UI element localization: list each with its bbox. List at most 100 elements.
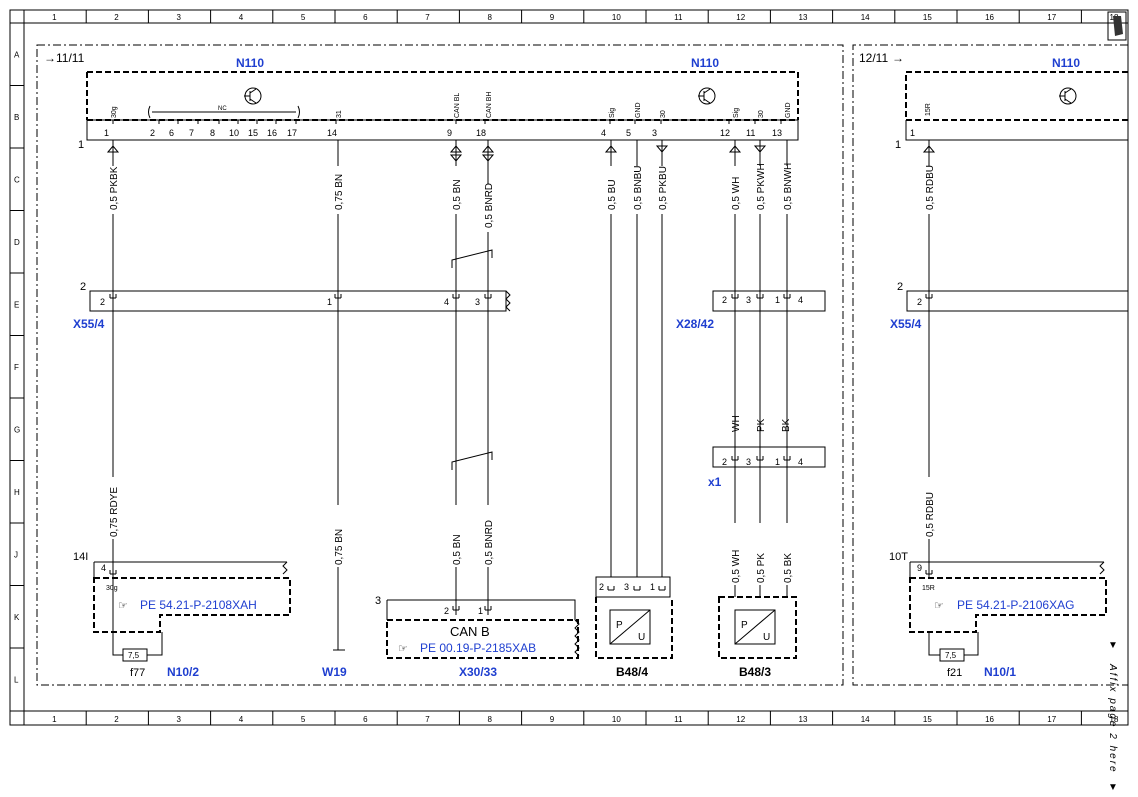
outer-frame (9, 9, 1129, 726)
link-pe-2108[interactable]: PE 54.21-P-2108XAH (140, 598, 257, 612)
x1-wire-wh: WH (731, 415, 742, 432)
x30-pin-2: 2 (444, 606, 449, 616)
n110-right-pin-1: 1 (910, 128, 915, 138)
row-label: K (14, 613, 20, 622)
x28-pin-1: 1 (775, 295, 780, 305)
fuse-f77 (122, 648, 148, 662)
x28-42-label: X28/42 (676, 317, 714, 331)
x1-wire-bk: BK (781, 418, 792, 432)
x55-conn-num-right: 2 (897, 281, 903, 293)
wire-label: 0,5 PKBK (109, 166, 120, 210)
x30-pin-1: 1 (478, 606, 483, 616)
row-label: B (14, 113, 19, 122)
n110-pin: 15 (248, 128, 258, 138)
col-label-bottom: 10 (612, 715, 621, 724)
col-label-top: 16 (985, 13, 994, 22)
n110-pin-name: CAN BL (454, 93, 461, 118)
page-corner-icon[interactable] (1107, 11, 1127, 41)
pressure-sensor-icon (734, 609, 776, 645)
row-label: E (14, 300, 19, 309)
n110-pin: 2 (150, 128, 155, 138)
b48-4-connector (595, 576, 671, 598)
transistor-icon (1059, 87, 1077, 105)
n110-pin: 18 (476, 128, 486, 138)
n110-pin: 16 (267, 128, 277, 138)
n10-2-pin-30g: 30g (106, 585, 118, 592)
col-label-top: 3 (177, 13, 182, 22)
wires (109, 140, 933, 650)
pressure-sensor-icon (609, 609, 651, 645)
col-label-top: 13 (799, 13, 808, 22)
wire-label: 0,5 BNBU (633, 166, 644, 210)
x28-pin-4: 4 (798, 295, 803, 305)
n110-pin-name: GND (785, 102, 792, 118)
row-label: L (14, 675, 19, 684)
n110-connector-strip-right (905, 120, 1128, 141)
x30-33-can-b-box (386, 619, 579, 659)
page-box-right (852, 44, 1128, 686)
col-label-top: 8 (488, 13, 493, 22)
col-label-top: 15 (923, 13, 932, 22)
transistor-icon (698, 87, 716, 105)
n110-pin: 8 (210, 128, 215, 138)
col-label-bottom: 6 (363, 715, 368, 724)
col-label-bottom: 14 (861, 715, 870, 724)
n110-pin-name: Sig (733, 108, 740, 118)
b48-4-pin-1: 1 (650, 582, 655, 592)
x55-right-pin-2: 2 (917, 297, 922, 307)
fuse-f21-value: 7,5 (945, 651, 957, 660)
affix-arrow-bottom: ▼ (1108, 782, 1118, 793)
n10-2-label: N10/2 (167, 665, 199, 679)
n110-pin: 1 (104, 128, 109, 138)
n110-pin: 5 (626, 128, 631, 138)
n110-module-box (87, 71, 799, 120)
page-ref-right: 12/11 (859, 51, 888, 65)
n10-1-label: N10/1 (984, 665, 1016, 679)
x55-4-connector (89, 290, 507, 312)
page-box-left (36, 44, 844, 686)
fuse-f21 (939, 648, 965, 662)
x28-pin-2: 2 (722, 295, 727, 305)
col-label-top: 1 (52, 13, 57, 22)
n110-pin-name-15r: 15R (925, 103, 932, 116)
wire-label: 0,5 BK (783, 553, 794, 583)
row-label: H (14, 488, 20, 497)
n110-pin: 14 (327, 128, 337, 138)
affix-text: Affix page 2 here (1107, 663, 1118, 774)
col-label-bottom: 3 (177, 715, 182, 724)
connector-num-1-left: 1 (78, 139, 84, 151)
link-pe-2106[interactable]: PE 54.21-P-2106XAG (957, 598, 1074, 612)
nc-label: NC (218, 106, 227, 112)
col-label-top: 14 (861, 13, 870, 22)
row-label: D (14, 238, 20, 247)
wire-label: 0,5 PK (756, 553, 767, 583)
b48-4-pin-3: 3 (624, 582, 629, 592)
col-label-bottom: 7 (425, 715, 430, 724)
n110-label-mid: N110 (691, 56, 719, 70)
n110-module-box-right (905, 71, 1128, 121)
n10-2-module (93, 577, 291, 633)
col-label-bottom: 11 (674, 715, 683, 724)
n10-1-pin-9: 9 (917, 563, 922, 573)
b48-4-u: U (638, 632, 645, 643)
twisted-pair-mark (451, 451, 493, 470)
x1-connector (712, 446, 826, 468)
pointer-icon: ☞ (398, 643, 408, 655)
n110-pin-name: CAN BH (486, 92, 493, 118)
page-ref-left-arrow: → (44, 51, 56, 65)
wire-label: 0,5 BN (452, 179, 463, 210)
link-pe-2185[interactable]: PE 00.19-P-2185XAB (420, 641, 536, 655)
wire-label: 0,75 BN (334, 529, 345, 565)
col-label-top: 9 (550, 13, 555, 22)
row-label: G (14, 425, 20, 434)
n110-pin: 9 (447, 128, 452, 138)
x55-4-label-right: X55/4 (890, 317, 922, 331)
n110-pin: 11 (746, 128, 755, 138)
wire-label: 0,5 WH (731, 177, 742, 210)
n110-pin-name: 30 (758, 110, 765, 118)
col-label-bottom: 18 (1110, 715, 1119, 724)
col-label-top: 2 (114, 13, 119, 22)
x55-pin-1: 1 (327, 297, 332, 307)
transistor-icon (244, 87, 262, 105)
